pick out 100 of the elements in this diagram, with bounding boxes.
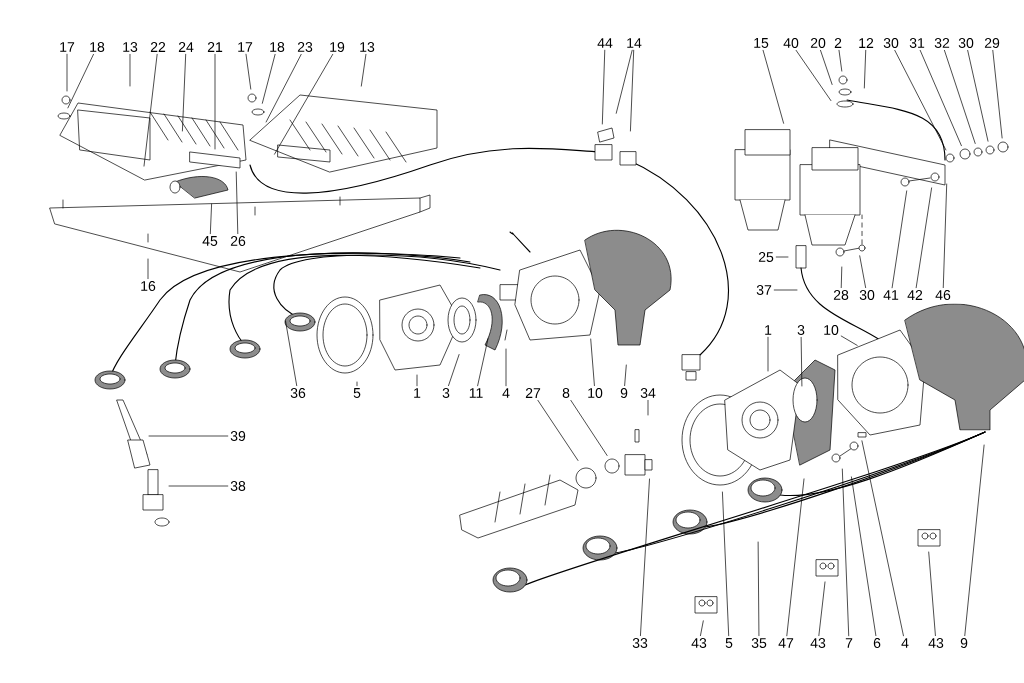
- callout-number: 1: [765, 325, 772, 335]
- leader-line: [786, 478, 805, 637]
- callout-number: 17: [238, 42, 253, 52]
- callout-number: 24: [178, 42, 194, 52]
- leader-line: [477, 338, 489, 387]
- leader-line: [209, 203, 212, 235]
- leader-line: [235, 171, 239, 234]
- callout-number: 39: [230, 431, 246, 441]
- leader-line: [214, 53, 216, 150]
- callout-number: 25: [758, 252, 774, 262]
- callout-number: 26: [230, 236, 246, 246]
- leader-line: [820, 50, 833, 85]
- leader-line: [356, 381, 358, 387]
- callout-number: 43: [928, 638, 944, 648]
- callout-number: 17: [60, 42, 75, 52]
- leader-line: [795, 50, 832, 101]
- callout-number: 10: [588, 388, 603, 398]
- callout-number: 19: [330, 42, 345, 52]
- callout-number: 43: [691, 638, 707, 648]
- leader-line: [838, 49, 843, 72]
- callout-number: 4: [901, 638, 909, 648]
- callout-number: 22: [150, 42, 166, 52]
- callout-number: 33: [632, 638, 648, 648]
- callout-number: 10: [824, 325, 839, 335]
- callout-number: 30: [859, 290, 875, 300]
- callout-number: 21: [207, 42, 223, 52]
- leader-line: [840, 335, 858, 346]
- callout-number: 32: [934, 38, 950, 48]
- callout-number: 43: [810, 638, 826, 648]
- leader-line: [615, 49, 633, 114]
- leader-line: [964, 444, 985, 636]
- callout-number: 16: [141, 281, 156, 291]
- callout-number: 27: [525, 388, 541, 398]
- callout-number: 7: [845, 638, 853, 648]
- leader-line: [601, 49, 606, 125]
- leader-line: [863, 49, 867, 89]
- leader-line: [265, 54, 302, 123]
- leader-line: [416, 374, 418, 387]
- leader-line: [274, 54, 334, 155]
- leader-line: [767, 336, 769, 372]
- leader-line: [360, 54, 367, 87]
- leader-line: [992, 50, 1003, 139]
- callout-number: 4: [502, 388, 510, 398]
- leader-line: [168, 485, 229, 487]
- callout-number: 8: [562, 388, 570, 398]
- callout-number: 41: [883, 290, 899, 300]
- leader-line: [624, 364, 627, 386]
- leader-line: [800, 337, 803, 387]
- leader-line: [861, 440, 904, 637]
- callout-number: 1: [414, 388, 421, 398]
- leader-line: [773, 289, 798, 291]
- leader-line: [647, 400, 649, 416]
- callout-number: 13: [123, 42, 138, 52]
- leader-line: [891, 190, 908, 289]
- leader-line: [942, 183, 948, 288]
- callout-number: 45: [202, 236, 218, 246]
- leader-line: [590, 338, 595, 386]
- leader-line: [182, 53, 187, 132]
- leader-line: [67, 54, 94, 109]
- callout-number: 15: [754, 38, 769, 48]
- callout-number: 6: [873, 638, 881, 648]
- leader-line: [66, 53, 68, 92]
- callout-number: 9: [960, 638, 968, 648]
- callout-number: 9: [620, 388, 628, 398]
- leader-line: [505, 348, 507, 387]
- callout-number: 34: [640, 388, 656, 398]
- leader-line: [919, 50, 962, 147]
- leader-line: [640, 478, 650, 636]
- leader-line: [722, 491, 730, 637]
- callout-number: 31: [909, 38, 925, 48]
- leader-line: [841, 468, 850, 637]
- leader-line: [944, 50, 976, 144]
- leader-line: [147, 258, 149, 279]
- callout-number: 5: [725, 638, 733, 648]
- leader-line: [757, 541, 760, 636]
- callout-number: 28: [833, 290, 849, 300]
- callout-number: 36: [290, 388, 306, 398]
- leader-line: [859, 255, 866, 288]
- callout-number: 44: [597, 38, 613, 48]
- leader-line: [851, 476, 877, 636]
- leader-line: [537, 399, 579, 461]
- callout-number: 29: [984, 38, 1000, 48]
- leader-line: [894, 50, 947, 151]
- leader-line: [148, 435, 229, 437]
- callout-number: 35: [751, 638, 767, 648]
- callout-number: 3: [797, 325, 805, 335]
- leader-line: [700, 620, 704, 636]
- leader-line: [570, 400, 608, 456]
- callout-number: 37: [756, 285, 772, 295]
- callout-number: 42: [907, 290, 923, 300]
- leader-line: [245, 53, 252, 90]
- callout-number: 40: [783, 38, 799, 48]
- callout-number: 38: [230, 481, 246, 491]
- leader-line: [762, 49, 784, 124]
- leader-line: [967, 50, 989, 142]
- callout-number: 13: [360, 42, 375, 52]
- callout-number: 20: [810, 38, 826, 48]
- leader-line: [915, 187, 932, 289]
- callout-number: 30: [958, 38, 974, 48]
- leader-line: [840, 266, 843, 288]
